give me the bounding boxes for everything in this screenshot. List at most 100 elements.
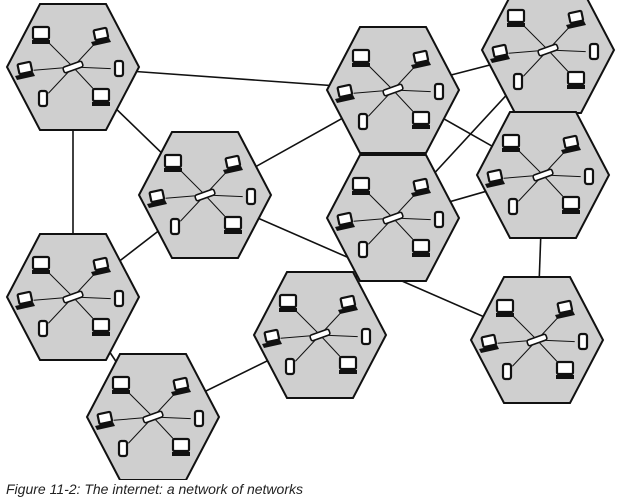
spoke-line bbox=[521, 23, 549, 51]
switch-icon bbox=[382, 211, 404, 225]
spoke-line bbox=[319, 334, 344, 360]
network-of-networks-diagram bbox=[5, 0, 616, 480]
laptop-icon bbox=[411, 49, 431, 69]
network-hexagon-net-1 bbox=[5, 3, 141, 131]
network-hexagon-net-9 bbox=[252, 271, 388, 399]
phone-icon bbox=[284, 357, 296, 376]
network-hexagon-net-10 bbox=[469, 276, 605, 404]
spoke-line bbox=[46, 40, 74, 68]
network-hexagon-net-7 bbox=[5, 233, 141, 361]
switch-icon bbox=[526, 333, 548, 347]
spoke-line bbox=[152, 416, 177, 442]
laptop-icon bbox=[490, 43, 510, 63]
network-hexagon-net-2 bbox=[325, 26, 461, 154]
desktop-icon bbox=[163, 153, 183, 172]
phone-icon bbox=[433, 82, 445, 101]
desktop-icon bbox=[278, 293, 298, 312]
phone-icon bbox=[507, 197, 519, 216]
desktop-icon bbox=[495, 298, 515, 317]
phone-icon bbox=[357, 112, 369, 131]
phone-icon bbox=[245, 187, 257, 206]
network-hexagon-net-4 bbox=[480, 0, 616, 114]
phone-icon bbox=[193, 409, 205, 428]
networks-layer bbox=[5, 0, 616, 480]
switch-icon bbox=[532, 168, 554, 182]
spoke-line bbox=[366, 191, 394, 219]
desktop-icon bbox=[223, 215, 243, 234]
spoke-line bbox=[536, 339, 561, 365]
phone-icon bbox=[357, 240, 369, 259]
spoke-line bbox=[510, 313, 538, 341]
laptop-icon bbox=[223, 154, 243, 174]
spoke-line bbox=[293, 308, 321, 336]
desktop-icon bbox=[566, 70, 586, 89]
laptop-icon bbox=[91, 26, 111, 46]
network-hexagon-net-6 bbox=[325, 154, 461, 282]
phone-icon bbox=[169, 217, 181, 236]
spoke-line bbox=[516, 148, 544, 176]
spoke-line bbox=[126, 390, 154, 418]
spoke-line bbox=[204, 194, 229, 220]
desktop-icon bbox=[501, 133, 521, 152]
desktop-icon bbox=[506, 8, 526, 27]
desktop-icon bbox=[351, 176, 371, 195]
laptop-icon bbox=[335, 83, 355, 103]
desktop-icon bbox=[555, 360, 575, 379]
network-hexagon-net-5 bbox=[475, 111, 611, 239]
desktop-icon bbox=[91, 87, 111, 106]
figure-caption: Figure 11-2: The internet: a network of … bbox=[6, 481, 303, 497]
laptop-icon bbox=[15, 290, 35, 310]
laptop-icon bbox=[95, 410, 115, 430]
laptop-icon bbox=[262, 328, 282, 348]
laptop-icon bbox=[555, 299, 575, 319]
laptop-icon bbox=[147, 188, 167, 208]
phone-icon bbox=[433, 210, 445, 229]
spoke-line bbox=[542, 174, 567, 200]
desktop-icon bbox=[111, 375, 131, 394]
desktop-icon bbox=[411, 110, 431, 129]
phone-icon bbox=[37, 319, 49, 338]
spoke-line bbox=[72, 296, 97, 322]
spoke-line bbox=[392, 217, 417, 243]
phone-icon bbox=[37, 89, 49, 108]
laptop-icon bbox=[479, 333, 499, 353]
phone-icon bbox=[501, 362, 513, 381]
laptop-icon bbox=[171, 376, 191, 396]
phone-icon bbox=[117, 439, 129, 458]
network-hexagon-net-3 bbox=[137, 131, 273, 259]
spoke-line bbox=[366, 63, 394, 91]
phone-icon bbox=[512, 72, 524, 91]
switch-icon bbox=[537, 43, 559, 57]
phone-icon bbox=[577, 332, 589, 351]
spoke-line bbox=[392, 89, 417, 115]
spoke-line bbox=[178, 168, 206, 196]
laptop-icon bbox=[566, 9, 586, 29]
desktop-icon bbox=[31, 255, 51, 274]
desktop-icon bbox=[171, 437, 191, 456]
spoke-line bbox=[547, 49, 572, 75]
desktop-icon bbox=[351, 48, 371, 67]
laptop-icon bbox=[335, 211, 355, 231]
phone-icon bbox=[360, 327, 372, 346]
network-hexagon-net-8 bbox=[85, 353, 221, 480]
laptop-icon bbox=[338, 294, 358, 314]
phone-icon bbox=[113, 59, 125, 78]
switch-icon bbox=[142, 410, 164, 424]
laptop-icon bbox=[411, 177, 431, 197]
switch-icon bbox=[382, 83, 404, 97]
spoke-line bbox=[46, 270, 74, 298]
laptop-icon bbox=[485, 168, 505, 188]
switch-icon bbox=[309, 328, 331, 342]
phone-icon bbox=[588, 42, 600, 61]
spoke-line bbox=[72, 66, 97, 92]
switch-icon bbox=[62, 60, 84, 74]
desktop-icon bbox=[338, 355, 358, 374]
phone-icon bbox=[583, 167, 595, 186]
phone-icon bbox=[113, 289, 125, 308]
desktop-icon bbox=[91, 317, 111, 336]
switch-icon bbox=[62, 290, 84, 304]
laptop-icon bbox=[91, 256, 111, 276]
laptop-icon bbox=[15, 60, 35, 80]
switch-icon bbox=[194, 188, 216, 202]
desktop-icon bbox=[411, 238, 431, 257]
